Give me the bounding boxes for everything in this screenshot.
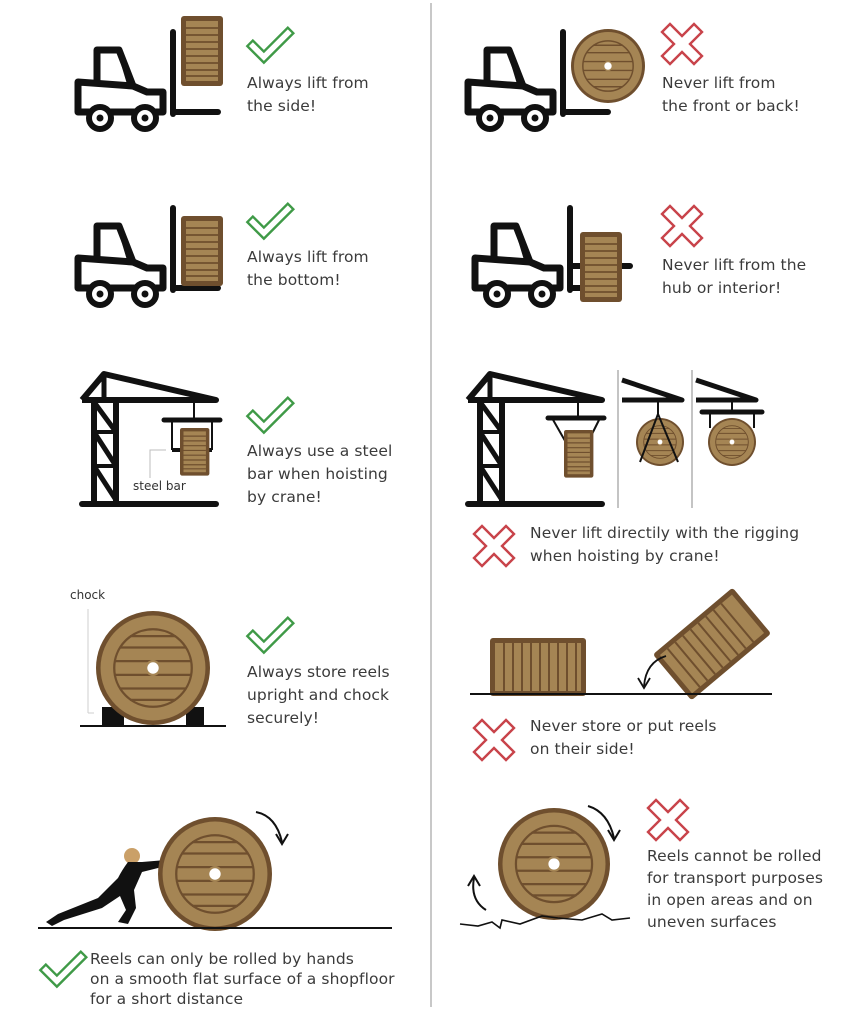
guideline-text-line: hub or interior! (662, 279, 782, 297)
guideline-text-line: when hoisting by crane! (530, 547, 720, 565)
forklift-hub-lift-illustration (472, 202, 633, 312)
guideline-text-line: on a smooth flat surface of a shopfloor (90, 970, 395, 988)
chock-label: chock (70, 588, 106, 602)
guideline-text-line: Never lift from (662, 74, 776, 92)
guideline-text-line: bar when hoisting (247, 465, 388, 483)
guideline-text-line: for transport purposes (647, 869, 824, 887)
guideline-text-line: securely! (247, 709, 320, 727)
guideline-left-2: Always lift from the bottom! (0, 190, 420, 320)
guideline-text-line: the side! (247, 97, 317, 115)
forklift-side-lift-illustration (75, 15, 224, 136)
guideline-text-line: the bottom! (247, 271, 341, 289)
reel-rolling-uneven-illustration (459, 805, 631, 930)
guideline-text-line: Always lift from (247, 74, 369, 92)
cross-icon (472, 718, 516, 762)
guideline-left-4: chock Always store reels upright and cho… (0, 580, 420, 740)
guideline-text-line: Never lift directily with the rigging (530, 524, 800, 542)
guideline-text-line: Reels cannot be rolled (647, 847, 822, 865)
cross-icon (660, 204, 704, 248)
guideline-right-3: Never lift directily with the rigging wh… (440, 360, 867, 570)
reel-upright-chocked-illustration (80, 609, 226, 727)
check-icon (246, 26, 295, 64)
guideline-text-line: Reels can only be rolled by hands (90, 950, 354, 968)
check-icon (246, 396, 295, 434)
guideline-text-line: upright and chock (247, 686, 390, 704)
guideline-text-line: uneven surfaces (647, 913, 777, 931)
guideline-text-line: Never lift from the (662, 256, 807, 274)
guideline-left-5: Reels can only be rolled by hands on a s… (0, 790, 420, 1024)
guideline-left-1: Always lift from the side! (0, 0, 420, 180)
check-icon (246, 202, 295, 240)
guideline-text-line: Never store or put reels (530, 717, 717, 735)
guideline-text-line: in open areas and on (647, 891, 813, 909)
guideline-right-5: Reels cannot be rolled for transport pur… (440, 790, 867, 1024)
cross-icon (660, 22, 704, 66)
cross-icon (646, 798, 690, 842)
column-divider (430, 3, 432, 1007)
person-rolling-reel-illustration (38, 811, 392, 933)
check-icon (246, 616, 295, 654)
guideline-text-line: Always store reels (247, 663, 390, 681)
guideline-text-line: Always lift from (247, 248, 369, 266)
guideline-text-line: the front or back! (662, 97, 800, 115)
guideline-text-line: Always use a steel (247, 442, 393, 460)
guideline-right-1: Never lift from the front or back! (440, 0, 867, 180)
guideline-right-2: Never lift from the hub or interior! (440, 190, 867, 320)
forklift-bottom-lift-illustration (75, 202, 224, 312)
reel-on-side-illustration (470, 588, 772, 700)
guideline-text-line: on their side! (530, 740, 635, 758)
cross-icon (472, 524, 516, 568)
guideline-text-line: for a short distance (90, 990, 244, 1008)
guideline-left-3: steel bar Always use a steel bar when ho… (0, 360, 420, 520)
forklift-front-lift-illustration (465, 28, 646, 136)
guideline-text-line: by crane! (247, 488, 322, 506)
steel-bar-label: steel bar (133, 479, 186, 493)
crane-steel-bar-illustration (79, 371, 223, 507)
check-icon (39, 950, 88, 988)
crane-rigging-illustration (465, 370, 765, 508)
guideline-right-4: Never store or put reels on their side! (440, 580, 867, 770)
